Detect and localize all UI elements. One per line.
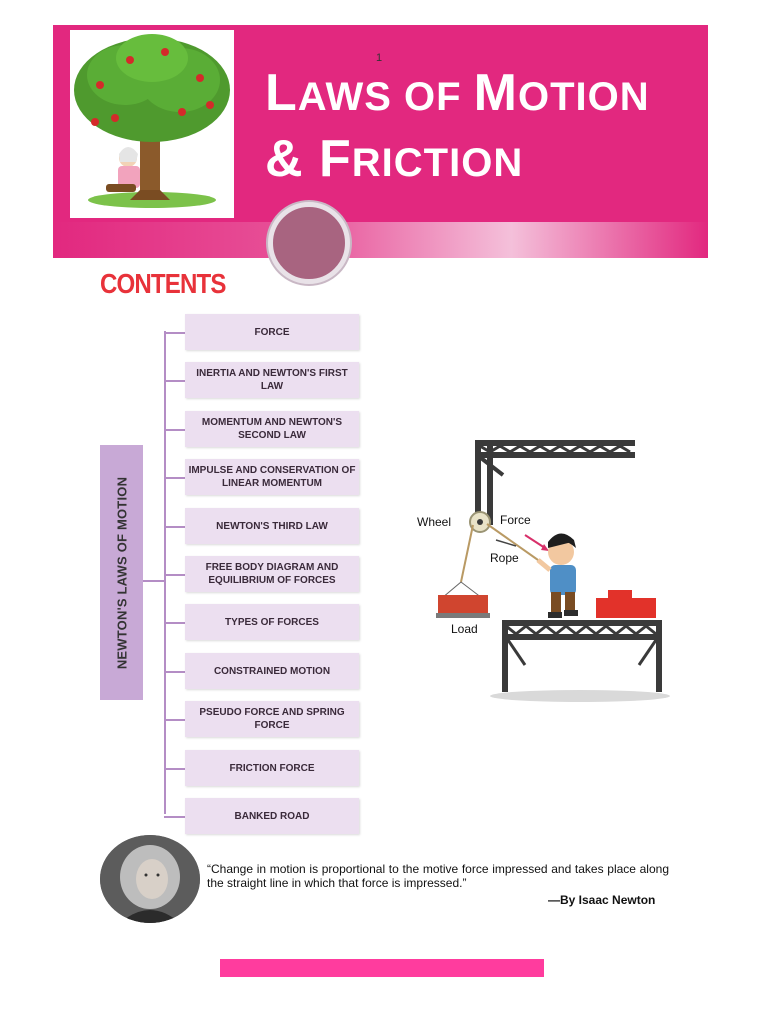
wheel-label: Wheel [417,515,452,529]
contents-topic[interactable]: CONSTRAINED MOTION [185,653,359,689]
group-label-newtons-laws: NEWTON'S LAWS OF MOTION [100,445,143,700]
contents-topic[interactable]: NEWTON'S THIRD LAW [185,508,359,544]
newton-quote: “Change in motion is proportional to the… [207,862,669,890]
load-label: Load [451,622,478,636]
header-banner-stripe [53,222,708,258]
tree-connector-trunk [164,331,166,814]
quote-attribution: —By Isaac Newton [548,893,656,907]
page-title: LAWS OF MOTION & FRICTION [265,62,650,194]
tree-connector-stub [143,580,165,582]
tree-branch [164,671,185,673]
pulley-illustration: Wheel Force Rope Load [410,430,670,710]
contents-topic[interactable]: FORCE [185,314,359,350]
tree-branch [164,429,185,431]
contents-topic[interactable]: MOMENTUM AND NEWTON'S SECOND LAW [185,411,359,447]
decorative-circle [268,202,350,284]
contents-topic[interactable]: INERTIA AND NEWTON'S FIRST LAW [185,362,359,398]
contents-topic[interactable]: BANKED ROAD [185,798,359,834]
contents-topic[interactable]: FREE BODY DIAGRAM AND EQUILIBRIUM OF FOR… [185,556,359,592]
tree-branch [164,380,185,382]
contents-topic[interactable]: TYPES OF FORCES [185,604,359,640]
force-label: Force [500,513,531,527]
tree-branch [164,816,185,818]
tree-branch [164,526,185,528]
tree-branch [164,719,185,721]
newton-portrait [100,835,200,923]
contents-topic[interactable]: PSEUDO FORCE AND SPRING FORCE [185,701,359,737]
contents-heading: CONTENTS [100,268,226,299]
tree-branch [164,477,185,479]
title-line-1: LAWS OF MOTION [265,64,650,122]
tree-branch [164,574,185,576]
title-line-2: & FRICTION [265,130,524,188]
tree-branch [164,768,185,770]
tree-branch [164,332,185,334]
contents-topic[interactable]: IMPULSE AND CONSERVATION OF LINEAR MOMEN… [185,459,359,495]
tree-branch [164,622,185,624]
newton-tree-illustration [70,30,234,218]
rope-label: Rope [490,551,519,565]
footer-bar [220,959,544,977]
contents-topic[interactable]: FRICTION FORCE [185,750,359,786]
page-number: 1 [376,52,383,64]
